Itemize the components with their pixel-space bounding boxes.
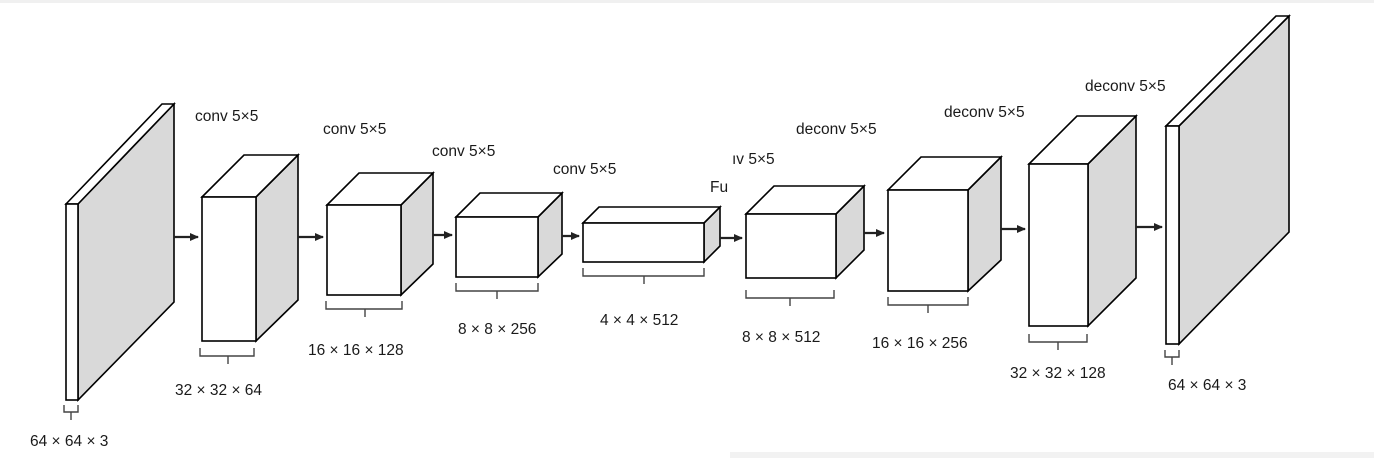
top-border-strip — [0, 0, 1374, 3]
op-label-dec2: deconv 5×5 — [796, 121, 877, 138]
layer-dec1: ıv 5×5 8 × 8 × 512 — [732, 151, 866, 346]
dims-label-enc2: 16 × 16 × 128 — [308, 342, 404, 359]
op-label-enc1: conv 5×5 — [195, 108, 258, 125]
op-label-output: deconv 5×5 — [1085, 78, 1166, 95]
dims-label-dec3: 32 × 32 × 128 — [1010, 365, 1106, 382]
op-label-enc3: conv 5×5 — [432, 143, 495, 160]
op-label-dec3: deconv 5×5 — [944, 104, 1025, 121]
layer-enc1: conv 5×5 32 × 32 × 64 — [175, 108, 300, 399]
dims-label-dec2: 16 × 16 × 256 — [872, 335, 968, 352]
layer-dec3: deconv 5×5 32 × 32 × 128 — [944, 104, 1138, 382]
layer-enc4: conv 5×5 4 × 4 × 512 — [553, 161, 722, 329]
dims-label-enc4: 4 × 4 × 512 — [600, 312, 678, 329]
dims-label-input: 64 × 64 × 3 — [30, 433, 108, 450]
layer-enc3: conv 5×5 8 × 8 × 256 — [432, 143, 564, 338]
dims-label-output: 64 × 64 × 3 — [1168, 377, 1246, 394]
layer-input: 64 × 64 × 3 — [30, 102, 176, 450]
fc-label: Fu — [710, 179, 728, 196]
layer-dec2: deconv 5×5 16 × 16 × 256 — [796, 121, 1003, 352]
bottom-right-strip — [730, 452, 1374, 458]
op-label-enc2: conv 5×5 — [323, 121, 386, 138]
layer-output: deconv 5×5 64 × 64 × 3 — [1085, 14, 1291, 394]
dims-label-dec1: 8 × 8 × 512 — [742, 329, 820, 346]
dims-label-enc1: 32 × 32 × 64 — [175, 382, 262, 399]
flow-arrows — [174, 223, 1163, 242]
op-label-dec1: ıv 5×5 — [732, 151, 775, 168]
dims-label-enc3: 8 × 8 × 256 — [458, 321, 536, 338]
op-label-enc4: conv 5×5 — [553, 161, 616, 178]
layer-enc2: conv 5×5 16 × 16 × 128 — [308, 121, 435, 359]
